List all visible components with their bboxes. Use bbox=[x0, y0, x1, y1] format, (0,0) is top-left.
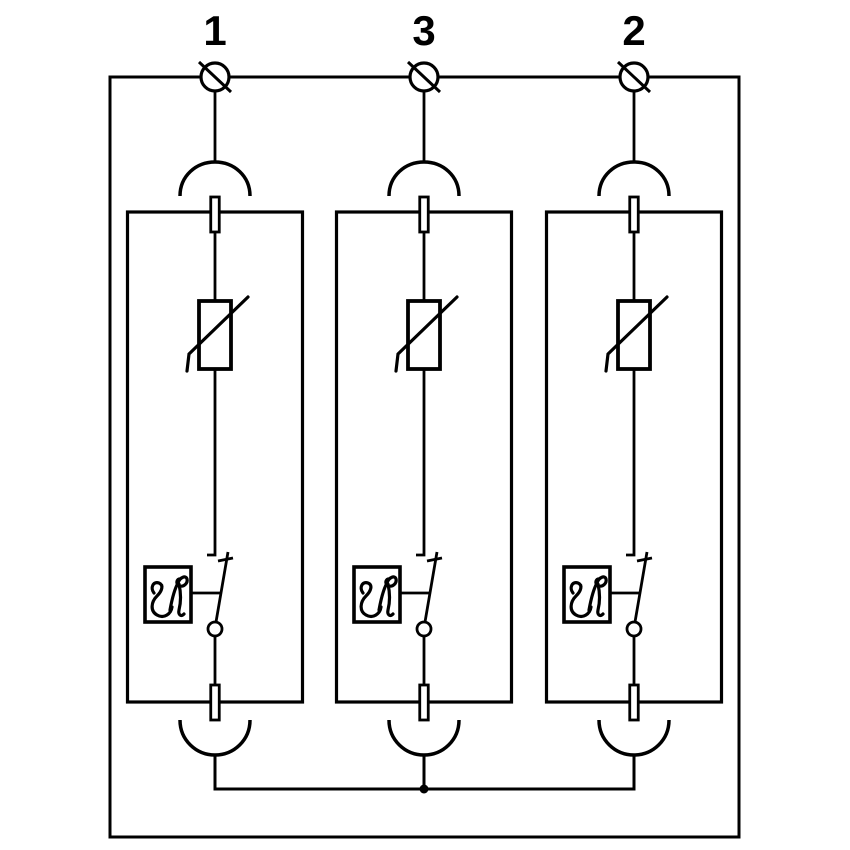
terminal-label: 1 bbox=[203, 7, 226, 54]
terminal-slash bbox=[197, 60, 233, 94]
terminal-1: 1 bbox=[197, 7, 233, 94]
terminal-2: 2 bbox=[616, 7, 652, 94]
terminal-slash bbox=[406, 60, 442, 94]
terminal-label: 3 bbox=[412, 7, 435, 54]
junction-dot-icon bbox=[419, 784, 429, 794]
spd-branch-1 bbox=[125, 90, 305, 757]
spd-branch-3 bbox=[334, 90, 514, 757]
spd-branch-2 bbox=[544, 90, 724, 757]
terminal-slash bbox=[616, 60, 652, 94]
terminal-label: 2 bbox=[622, 7, 645, 54]
terminal-3: 3 bbox=[406, 7, 442, 94]
